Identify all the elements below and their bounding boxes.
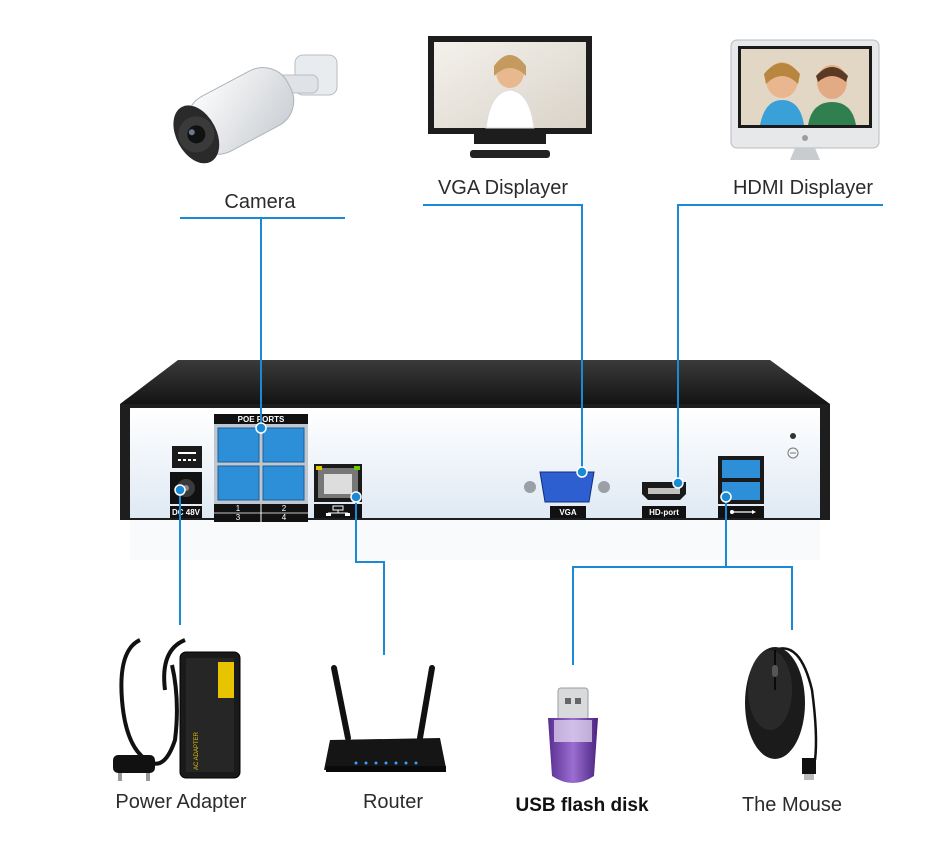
hdmi-monitor-icon (730, 39, 880, 160)
nvr-recorder: DC 48V POE PORTS 1 2 3 4 (120, 360, 830, 560)
poe-port-number: 2 (282, 504, 287, 513)
bullet-camera-icon (173, 54, 338, 164)
network-icon (326, 505, 350, 516)
adapter-print-text: AC ADAPTER (194, 731, 200, 770)
connection-dot (174, 484, 186, 496)
power-adapter-label: Power Adapter (115, 791, 247, 813)
hdmi-displayer-label: HDMI Displayer (733, 177, 873, 199)
reset-button (790, 433, 796, 439)
connection-lines (179, 204, 883, 665)
poe-port-number: 1 (236, 504, 241, 513)
vga-port-label: VGA (559, 508, 577, 517)
connection-dot (672, 477, 684, 489)
usb-port-1 (722, 460, 760, 478)
connection-dot (350, 491, 362, 503)
usb-ports (718, 456, 764, 518)
camera-label: Camera (224, 191, 296, 213)
hdmi-connection-line (677, 204, 883, 482)
power-port-label: DC 48V (172, 508, 201, 517)
poe-port-2 (262, 427, 305, 463)
connection-dot (720, 491, 732, 503)
hdmi-port-label: HD-port (649, 508, 679, 517)
vga-displayer-label: VGA Displayer (438, 177, 568, 199)
ground-icon (787, 447, 799, 459)
router-connection-line (355, 497, 385, 655)
mouse-icon (745, 647, 818, 780)
mouse-label: The Mouse (742, 794, 842, 816)
connection-dot (576, 466, 588, 478)
poe-port-number: 4 (282, 513, 287, 522)
usb-connection-line (572, 566, 793, 665)
poe-ports: POE PORTS 1 2 3 4 (214, 414, 308, 522)
connection-dots (174, 422, 732, 503)
router-icon (324, 665, 446, 772)
router-label: Router (363, 791, 423, 813)
poe-port-1 (217, 427, 260, 463)
poe-port-3 (217, 465, 260, 501)
lan-port (314, 464, 362, 518)
usb-flash-disk-icon (548, 687, 598, 783)
usb-flash-disk-label: USB flash disk (515, 795, 648, 816)
dc-power-symbol-icon (172, 446, 202, 468)
poe-port-4 (262, 465, 305, 501)
vga-monitor-icon (428, 36, 592, 158)
vga-port: VGA (524, 471, 610, 518)
hdmi-port: HD-port (642, 482, 686, 518)
usb-symbol-icon (730, 510, 756, 514)
power-adapter-icon: AC ADAPTER (113, 638, 241, 781)
vga-connection-line (423, 204, 583, 470)
connection-dot (255, 422, 267, 434)
poe-port-number: 3 (236, 513, 241, 522)
